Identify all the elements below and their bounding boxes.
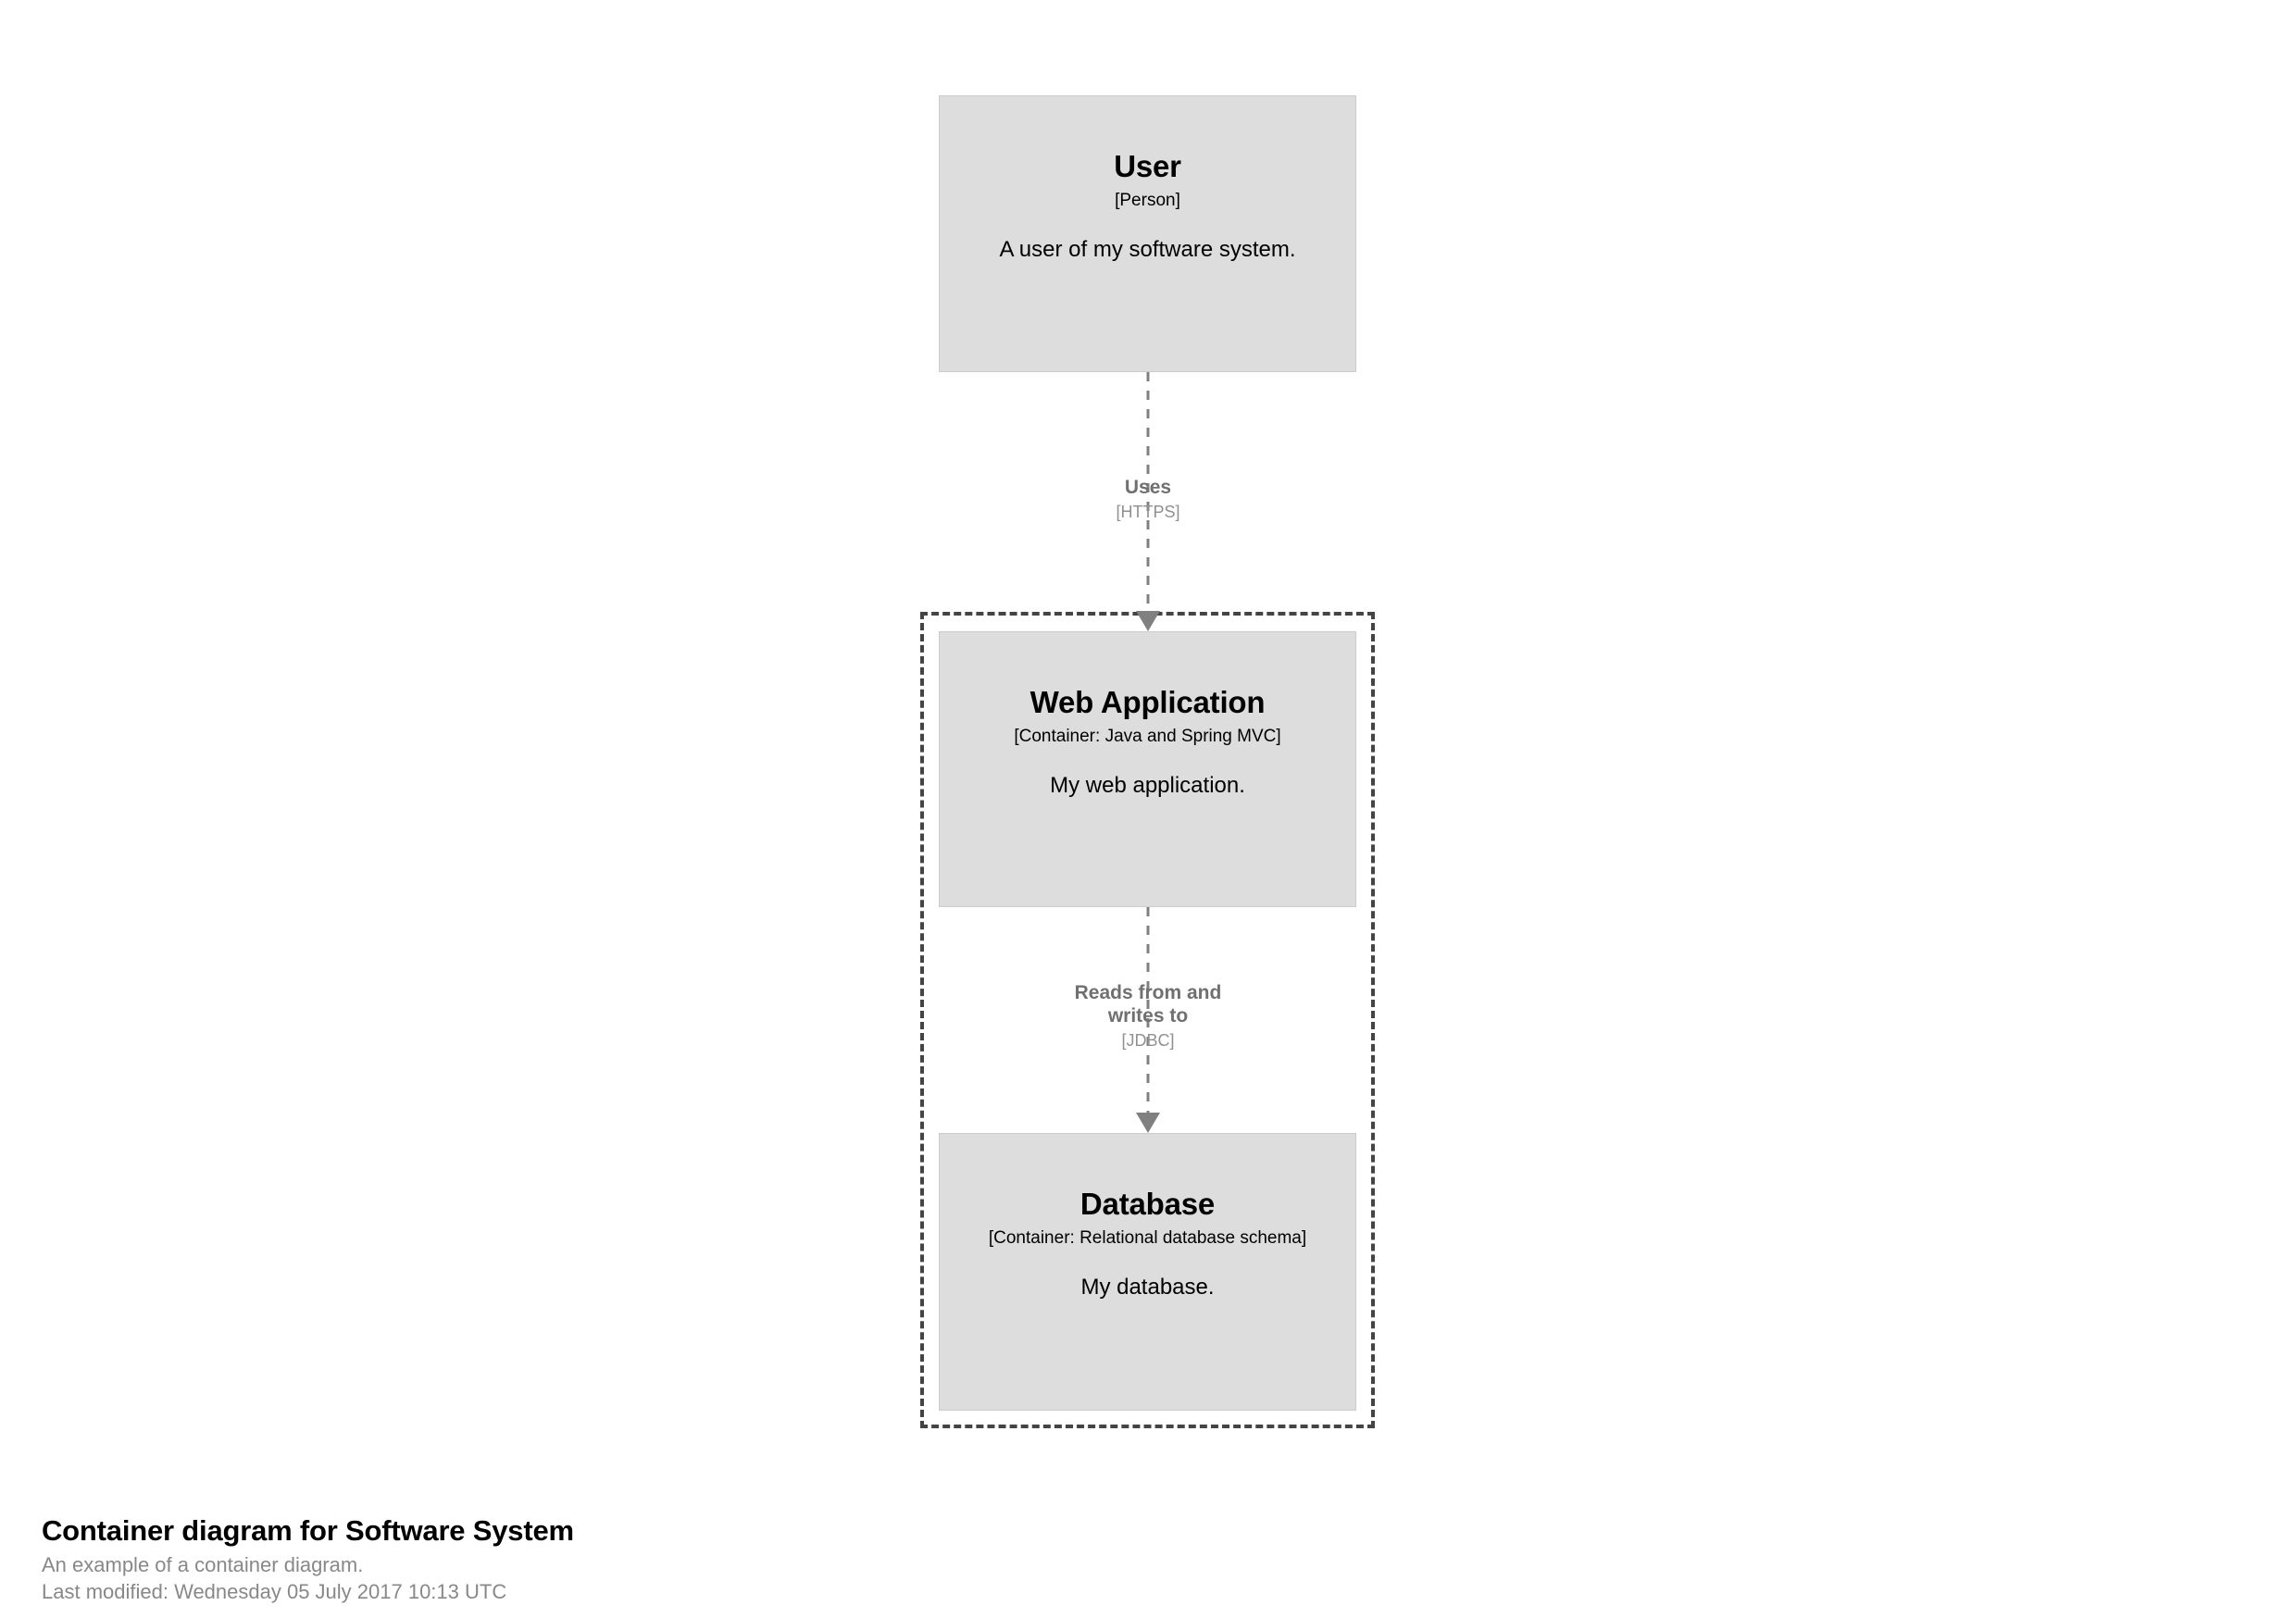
arrowhead-icon <box>1136 1113 1160 1133</box>
element-description: My database. <box>1080 1274 1215 1300</box>
element-database[interactable]: Database [Container: Relational database… <box>939 1133 1356 1411</box>
relationship-user-uses-web-application[interactable] <box>1129 354 1167 650</box>
element-technology: [Container: Relational database schema] <box>988 1227 1307 1248</box>
element-user[interactable]: User [Person] A user of my software syst… <box>939 95 1356 372</box>
element-description: My web application. <box>1050 772 1245 798</box>
element-name: Database <box>1079 1187 1216 1221</box>
element-name: User <box>1114 149 1181 183</box>
element-description: A user of my software system. <box>999 236 1296 262</box>
caption-description: An example of a container diagram. <box>42 1552 364 1576</box>
relationship-web-application-reads-writes-database[interactable] <box>1129 889 1167 1151</box>
element-technology: [Person] <box>1115 190 1180 210</box>
arrowhead-icon <box>1136 611 1160 631</box>
caption-last-modified: Last modified: Wednesday 05 July 2017 10… <box>42 1580 507 1604</box>
element-name: Web Application <box>1029 685 1266 719</box>
diagram-caption: Container diagram for Software System An… <box>42 1514 1338 1606</box>
caption-title: Container diagram for Software System <box>42 1514 574 1547</box>
element-web-application[interactable]: Web Application [Container: Java and Spr… <box>939 631 1356 907</box>
element-technology: [Container: Java and Spring MVC] <box>1014 726 1281 746</box>
